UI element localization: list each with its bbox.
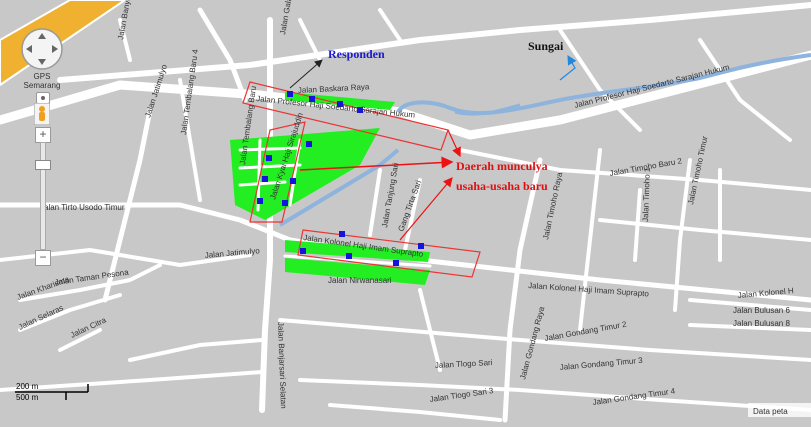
pan-down-icon xyxy=(38,59,46,65)
river-branch xyxy=(454,103,521,116)
respondent-markers xyxy=(257,91,424,266)
daerah-label-line1: Daerah munculya xyxy=(456,159,548,173)
attribution-bg xyxy=(748,403,811,417)
gps-city: Semarang xyxy=(23,81,61,90)
street-label: Jalan Timoho 1 xyxy=(641,167,652,222)
street-label: Jalan Tirto Usodo Timur xyxy=(40,203,125,212)
location-icon xyxy=(41,96,45,100)
scale-bar: 200 m 500 m xyxy=(15,382,89,402)
green-area-streets xyxy=(238,138,432,268)
street-label: Jalan Baskara Raya xyxy=(298,82,371,95)
daerah-label-line2: usaha-usaha baru xyxy=(456,179,548,193)
pegman-icon[interactable] xyxy=(34,103,50,125)
river xyxy=(396,53,811,116)
pan-right-icon xyxy=(52,45,58,53)
pan-up-icon xyxy=(38,33,46,39)
pan-control[interactable] xyxy=(20,27,64,71)
sungai-label: Sungai xyxy=(528,39,564,53)
street-label: Jalan Banjarsari Selatan xyxy=(276,322,288,409)
scale-imperial: 500 m xyxy=(16,393,39,402)
gps-block: GPS Semarang xyxy=(22,72,62,102)
street-label: Jalan Bulusan 8 xyxy=(733,319,790,328)
zoom-out-button[interactable]: − xyxy=(35,250,51,266)
annotation-arrows xyxy=(289,54,577,241)
attribution[interactable]: Data peta xyxy=(753,407,788,416)
gps-label: GPS xyxy=(33,72,51,81)
zoom-slider-thumb[interactable] xyxy=(35,160,51,170)
street-label: Jalan Tlogo Sari xyxy=(435,358,493,370)
zoom-in-button[interactable]: + xyxy=(35,127,51,143)
pan-left-icon xyxy=(26,45,32,53)
zoom-slider-track[interactable] xyxy=(40,142,46,250)
street-label: Jalan Bulusan 6 xyxy=(733,306,790,315)
scale-metric: 200 m xyxy=(16,382,39,391)
responden-label: Responden xyxy=(328,47,385,61)
street-label: Jalan Nirwanasari xyxy=(328,276,392,285)
canal xyxy=(278,148,400,227)
